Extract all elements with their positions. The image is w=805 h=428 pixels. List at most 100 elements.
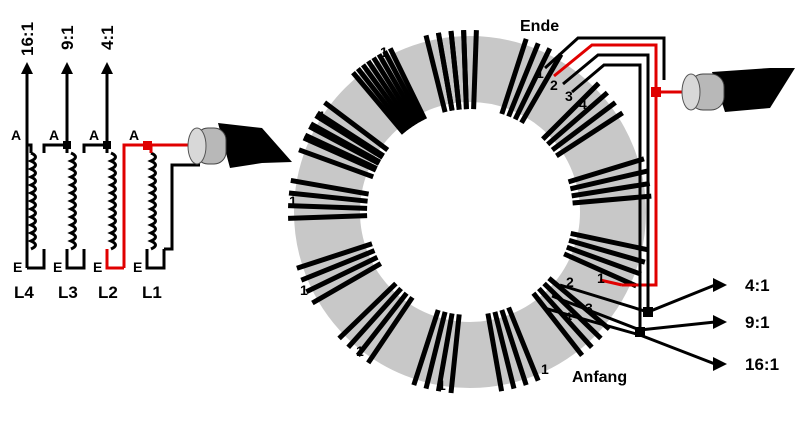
end-lead-label: 1 [536,65,544,81]
end-lead-label: 2 [550,77,558,93]
winding-turn [512,47,553,121]
start-lead-1-red [599,278,623,287]
coax-connector [681,68,795,112]
winding-turn [355,291,409,357]
winding-turn [423,311,448,390]
end-lead-4 [571,63,642,330]
winding-start-label: 1 [438,377,446,393]
winding-turn [541,81,601,141]
coil-label-l3: L3 [58,283,78,302]
end-lead-2-red [553,43,658,287]
toroid-illustration: 1 1 1 1 1 1 1 Ende Anfang 1 2 3 4 [288,18,795,394]
arrow-right-icon [713,357,727,371]
output-ratio-16-1: 16:1 [745,355,779,374]
winding-turn [537,286,594,349]
ratio-label-16-1: 16:1 [18,22,37,56]
end-lead-1 [543,36,666,80]
start-lead-label: 4 [564,309,572,325]
winding-turn [435,312,455,392]
winding-turn [288,203,368,211]
winding-start-label: 1 [541,361,549,377]
winding-turn [435,32,455,112]
end-lead-label: 3 [565,88,573,104]
coil-label-l2: L2 [98,283,118,302]
winding-turn [546,90,610,147]
winding-turn [300,248,376,283]
tap-e-label: E [53,259,62,275]
tap-a-label: A [49,127,59,143]
winding-turn [298,147,375,180]
start-lead-label: 1 [597,270,605,286]
winding-turn [360,63,412,131]
winding-start-label: 1 [380,44,388,60]
output-ratio-9-1: 9:1 [745,313,770,332]
winding-start-label: 1 [356,343,364,359]
end-lead-label: 4 [579,96,587,112]
winding-turn [448,314,462,394]
winding-turn [448,30,462,110]
junction-dot [103,141,111,149]
coil-l4 [27,151,37,251]
tap-e-label: E [133,259,142,275]
winding-turn [568,237,646,265]
winding-turn [371,56,418,127]
tap-a-label: A [89,127,99,143]
winding-start-label: 1 [318,108,326,124]
winding-turn [288,190,368,204]
toroid-core [294,36,646,388]
winding-turn [506,42,541,118]
tap-a-label: A [11,127,21,143]
wire-l1-shield [164,163,200,251]
output-ratio-4-1: 4:1 [745,276,770,295]
winding-turn [346,286,403,349]
winding-turn [499,309,529,386]
winding-start-label: 1 [289,193,297,209]
winding-turn [569,168,648,192]
winding-turn [423,34,448,113]
winding-turn [492,311,517,390]
winding-turn [567,156,645,185]
winding-turn [550,100,617,152]
winding-turn [366,296,415,365]
coil-label-l4: L4 [14,283,34,302]
tap-a-label: A [129,127,139,143]
start-label: Anfang [572,369,627,386]
ratio-label-9-1: 9:1 [58,25,77,50]
tap-e-label: E [93,259,102,275]
wire-l4-bottom [27,249,46,270]
ratio-label-4-1: 4:1 [98,25,117,50]
winding-turn [337,281,398,341]
winding-turn [302,135,377,173]
winding-turn [485,312,505,392]
junction-dot [643,307,653,317]
winding-turn [547,276,612,331]
winding-turn [323,100,390,152]
winding-turn [563,251,638,289]
end-label: Ende [520,18,559,35]
winding-turn [565,244,642,277]
arrow-up-icon [101,62,113,74]
arrow-right-icon [713,278,727,292]
winding-turn [570,230,649,253]
winding-groups [288,30,652,394]
winding-turn [519,53,564,125]
junction-dot-red [143,141,152,150]
winding-turn [288,213,368,221]
winding-turn [571,181,651,199]
arrow-right-icon [713,315,727,329]
winding-turn [461,30,469,110]
wire-l4-top [27,143,33,153]
winding-turn [506,306,541,382]
winding-turn [314,113,385,160]
winding-turn [572,193,652,206]
end-lead-3 [562,53,650,312]
winding-turn [531,291,585,357]
coil-l3 [67,151,77,251]
winding-turn [376,53,421,125]
start-lead-label: 3 [585,300,593,316]
coil-l1 [147,151,157,251]
coax-connector [187,123,292,168]
winding-turn [290,177,370,197]
arrow-up-icon [21,62,33,74]
